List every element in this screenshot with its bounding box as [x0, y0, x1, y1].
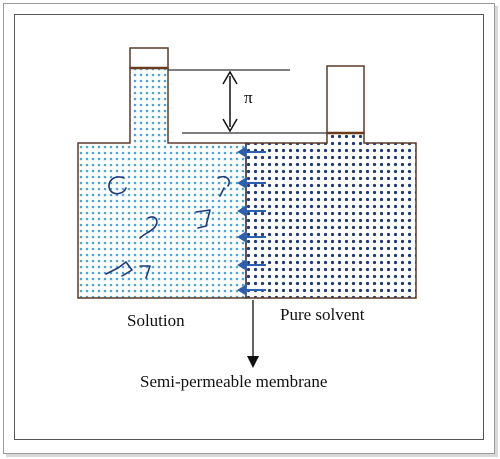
solute-particles — [105, 175, 231, 279]
membrane-pointer-icon — [247, 300, 259, 368]
squiggle-shape — [139, 216, 158, 239]
solution-region — [77, 67, 247, 299]
right-tube-top — [326, 65, 365, 134]
pressure-symbol: π — [244, 88, 253, 107]
left-arrow-icon — [237, 177, 266, 189]
left-arrow-icon — [237, 205, 266, 217]
left-arrow-icon — [237, 284, 266, 296]
left-arrow-icon — [237, 259, 266, 271]
squiggle-shape — [217, 175, 231, 197]
left-tube-top — [129, 47, 169, 69]
squiggle-shape — [105, 261, 151, 279]
left-arrow-icon — [237, 231, 266, 243]
solution-label: Solution — [127, 311, 185, 330]
pressure-arrow-icon — [222, 70, 238, 133]
squiggle-shape — [195, 209, 211, 229]
solvent-region — [245, 132, 417, 299]
squiggle-shape — [108, 176, 127, 195]
left-arrow-icon — [237, 146, 266, 158]
flow-arrows — [237, 146, 266, 296]
pure-solvent-label: Pure solvent — [280, 305, 365, 324]
membrane-label: Semi-permeable membrane — [140, 372, 328, 391]
